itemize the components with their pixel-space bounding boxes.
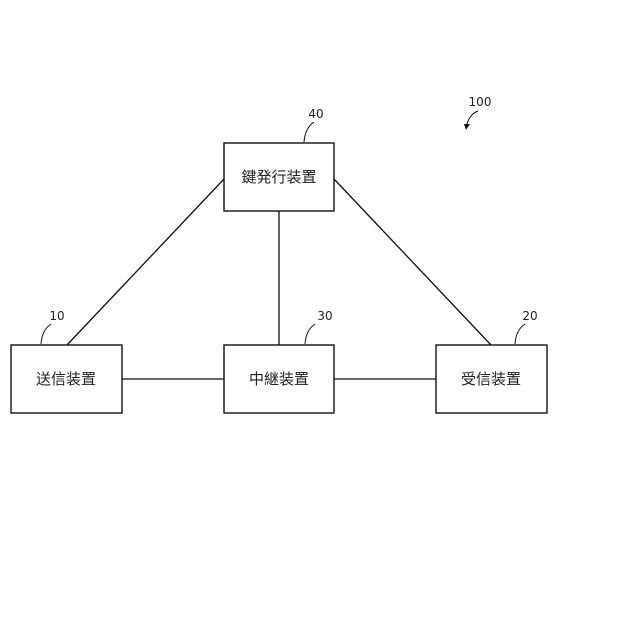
node-sender-label: 送信装置	[36, 370, 96, 388]
edge-key-issuer-sender	[67, 179, 224, 345]
node-sender-ref: 10	[49, 309, 64, 323]
system-ref-leader	[467, 111, 478, 124]
node-key-issuer: 鍵発行装置 40	[224, 107, 334, 211]
node-receiver-leader	[515, 324, 525, 344]
node-relay-leader	[305, 324, 315, 344]
node-sender: 送信装置 10	[11, 309, 122, 413]
node-key-issuer-ref: 40	[308, 107, 323, 121]
node-relay-ref: 30	[317, 309, 332, 323]
system-ref-arrowhead	[464, 124, 470, 130]
node-receiver-ref: 20	[522, 309, 537, 323]
system-ref-label: 100	[469, 95, 492, 109]
edge-key-issuer-receiver	[334, 179, 491, 345]
node-receiver-label: 受信装置	[461, 370, 521, 388]
node-receiver: 受信装置 20	[436, 309, 547, 413]
node-relay-label: 中継装置	[249, 370, 309, 388]
node-key-issuer-leader	[304, 122, 314, 142]
node-sender-leader	[41, 324, 51, 344]
node-key-issuer-label: 鍵発行装置	[241, 168, 316, 186]
system-reference: 100	[464, 95, 491, 130]
